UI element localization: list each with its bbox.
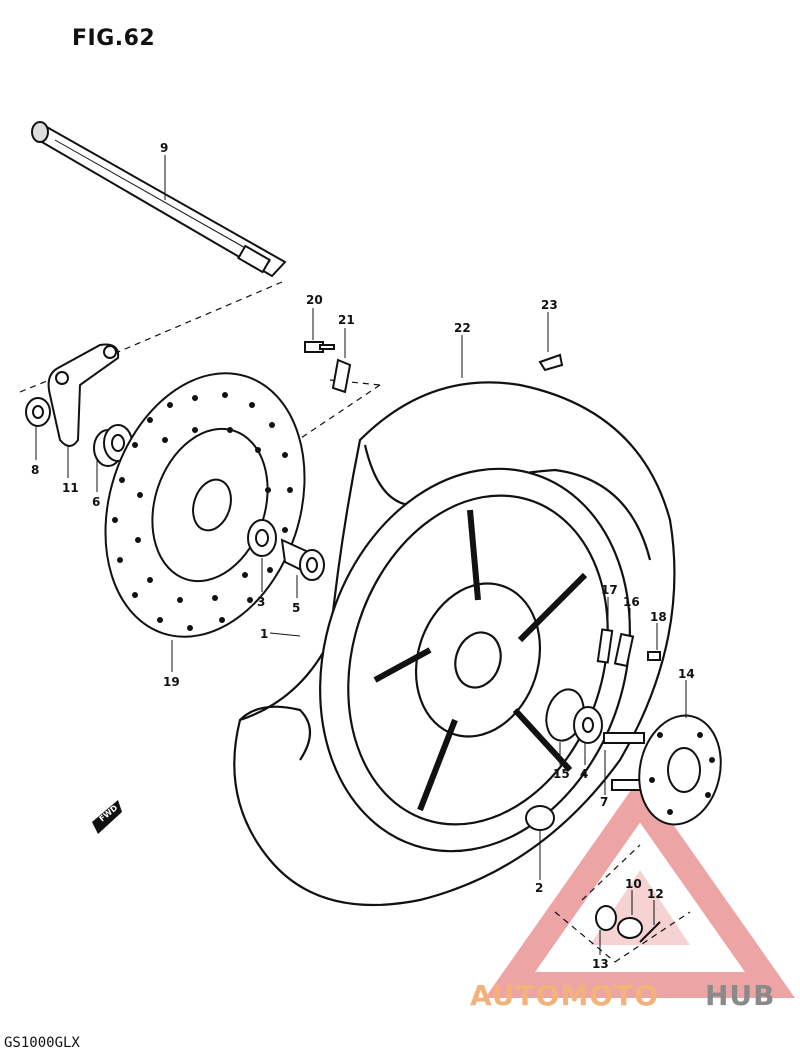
brake-disc-part [104, 372, 306, 638]
callout-7: 7 [600, 795, 608, 809]
watermark-text: AUTOMOTO HUB [470, 979, 776, 1012]
callout-3: 3 [257, 595, 265, 609]
callout-9: 9 [160, 141, 168, 155]
callout-4: 4 [580, 767, 588, 781]
callout-14: 14 [678, 667, 695, 681]
callout-12: 12 [647, 887, 664, 901]
bearing-part-3 [247, 519, 277, 557]
spacer-part-6 [93, 424, 133, 467]
callout-19: 19 [163, 675, 180, 689]
callout-1: 1 [260, 627, 268, 641]
axle-part [31, 121, 287, 278]
callout-13: 13 [592, 957, 609, 971]
callout-10: 10 [625, 877, 642, 891]
figure-title: FIG.62 [72, 26, 156, 51]
callout-20: 20 [306, 293, 323, 307]
callout-15: 15 [553, 767, 570, 781]
callout-11: 11 [62, 481, 79, 495]
fwd-arrow: FWD [92, 800, 122, 834]
bolt-part-20 [304, 341, 335, 353]
valve-part-23 [538, 353, 564, 372]
nut-part-2 [525, 805, 555, 831]
sprocket-hub-part-14 [638, 714, 722, 826]
callout-leaders [35, 155, 687, 955]
cotter-pin-part-12 [639, 921, 661, 943]
watermark-triangle [484, 777, 796, 998]
bearing-part-4 [573, 706, 603, 744]
callout-17: 17 [601, 583, 618, 597]
torque-link-part [47, 343, 120, 447]
callout-5: 5 [292, 601, 300, 615]
plate-part-16 [613, 632, 635, 668]
model-label: GS1000GLX [4, 1035, 80, 1051]
callout-23: 23 [541, 298, 558, 312]
callout-16: 16 [623, 595, 640, 609]
callout-22: 22 [454, 321, 471, 335]
bolt-part-18 [647, 651, 661, 661]
watermark-part2: HUB [705, 979, 776, 1012]
callout-8: 8 [31, 463, 39, 477]
callout-21: 21 [338, 313, 355, 327]
washer-part-13 [595, 905, 617, 931]
nut-part-10 [617, 917, 643, 939]
plate-part-17 [596, 628, 614, 664]
spacer-part-8 [25, 397, 51, 427]
watermark-part1: AUTOMOTO [470, 979, 659, 1012]
wheel-rim-part [319, 467, 631, 853]
callout-18: 18 [650, 610, 667, 624]
callouts: 9 20 21 23 22 8 11 6 3 5 1 19 17 16 18 1… [31, 141, 695, 971]
callout-6: 6 [92, 495, 100, 509]
spacer-part-5 [280, 538, 325, 581]
callout-2: 2 [535, 881, 543, 895]
bracket-part-21 [331, 358, 352, 394]
